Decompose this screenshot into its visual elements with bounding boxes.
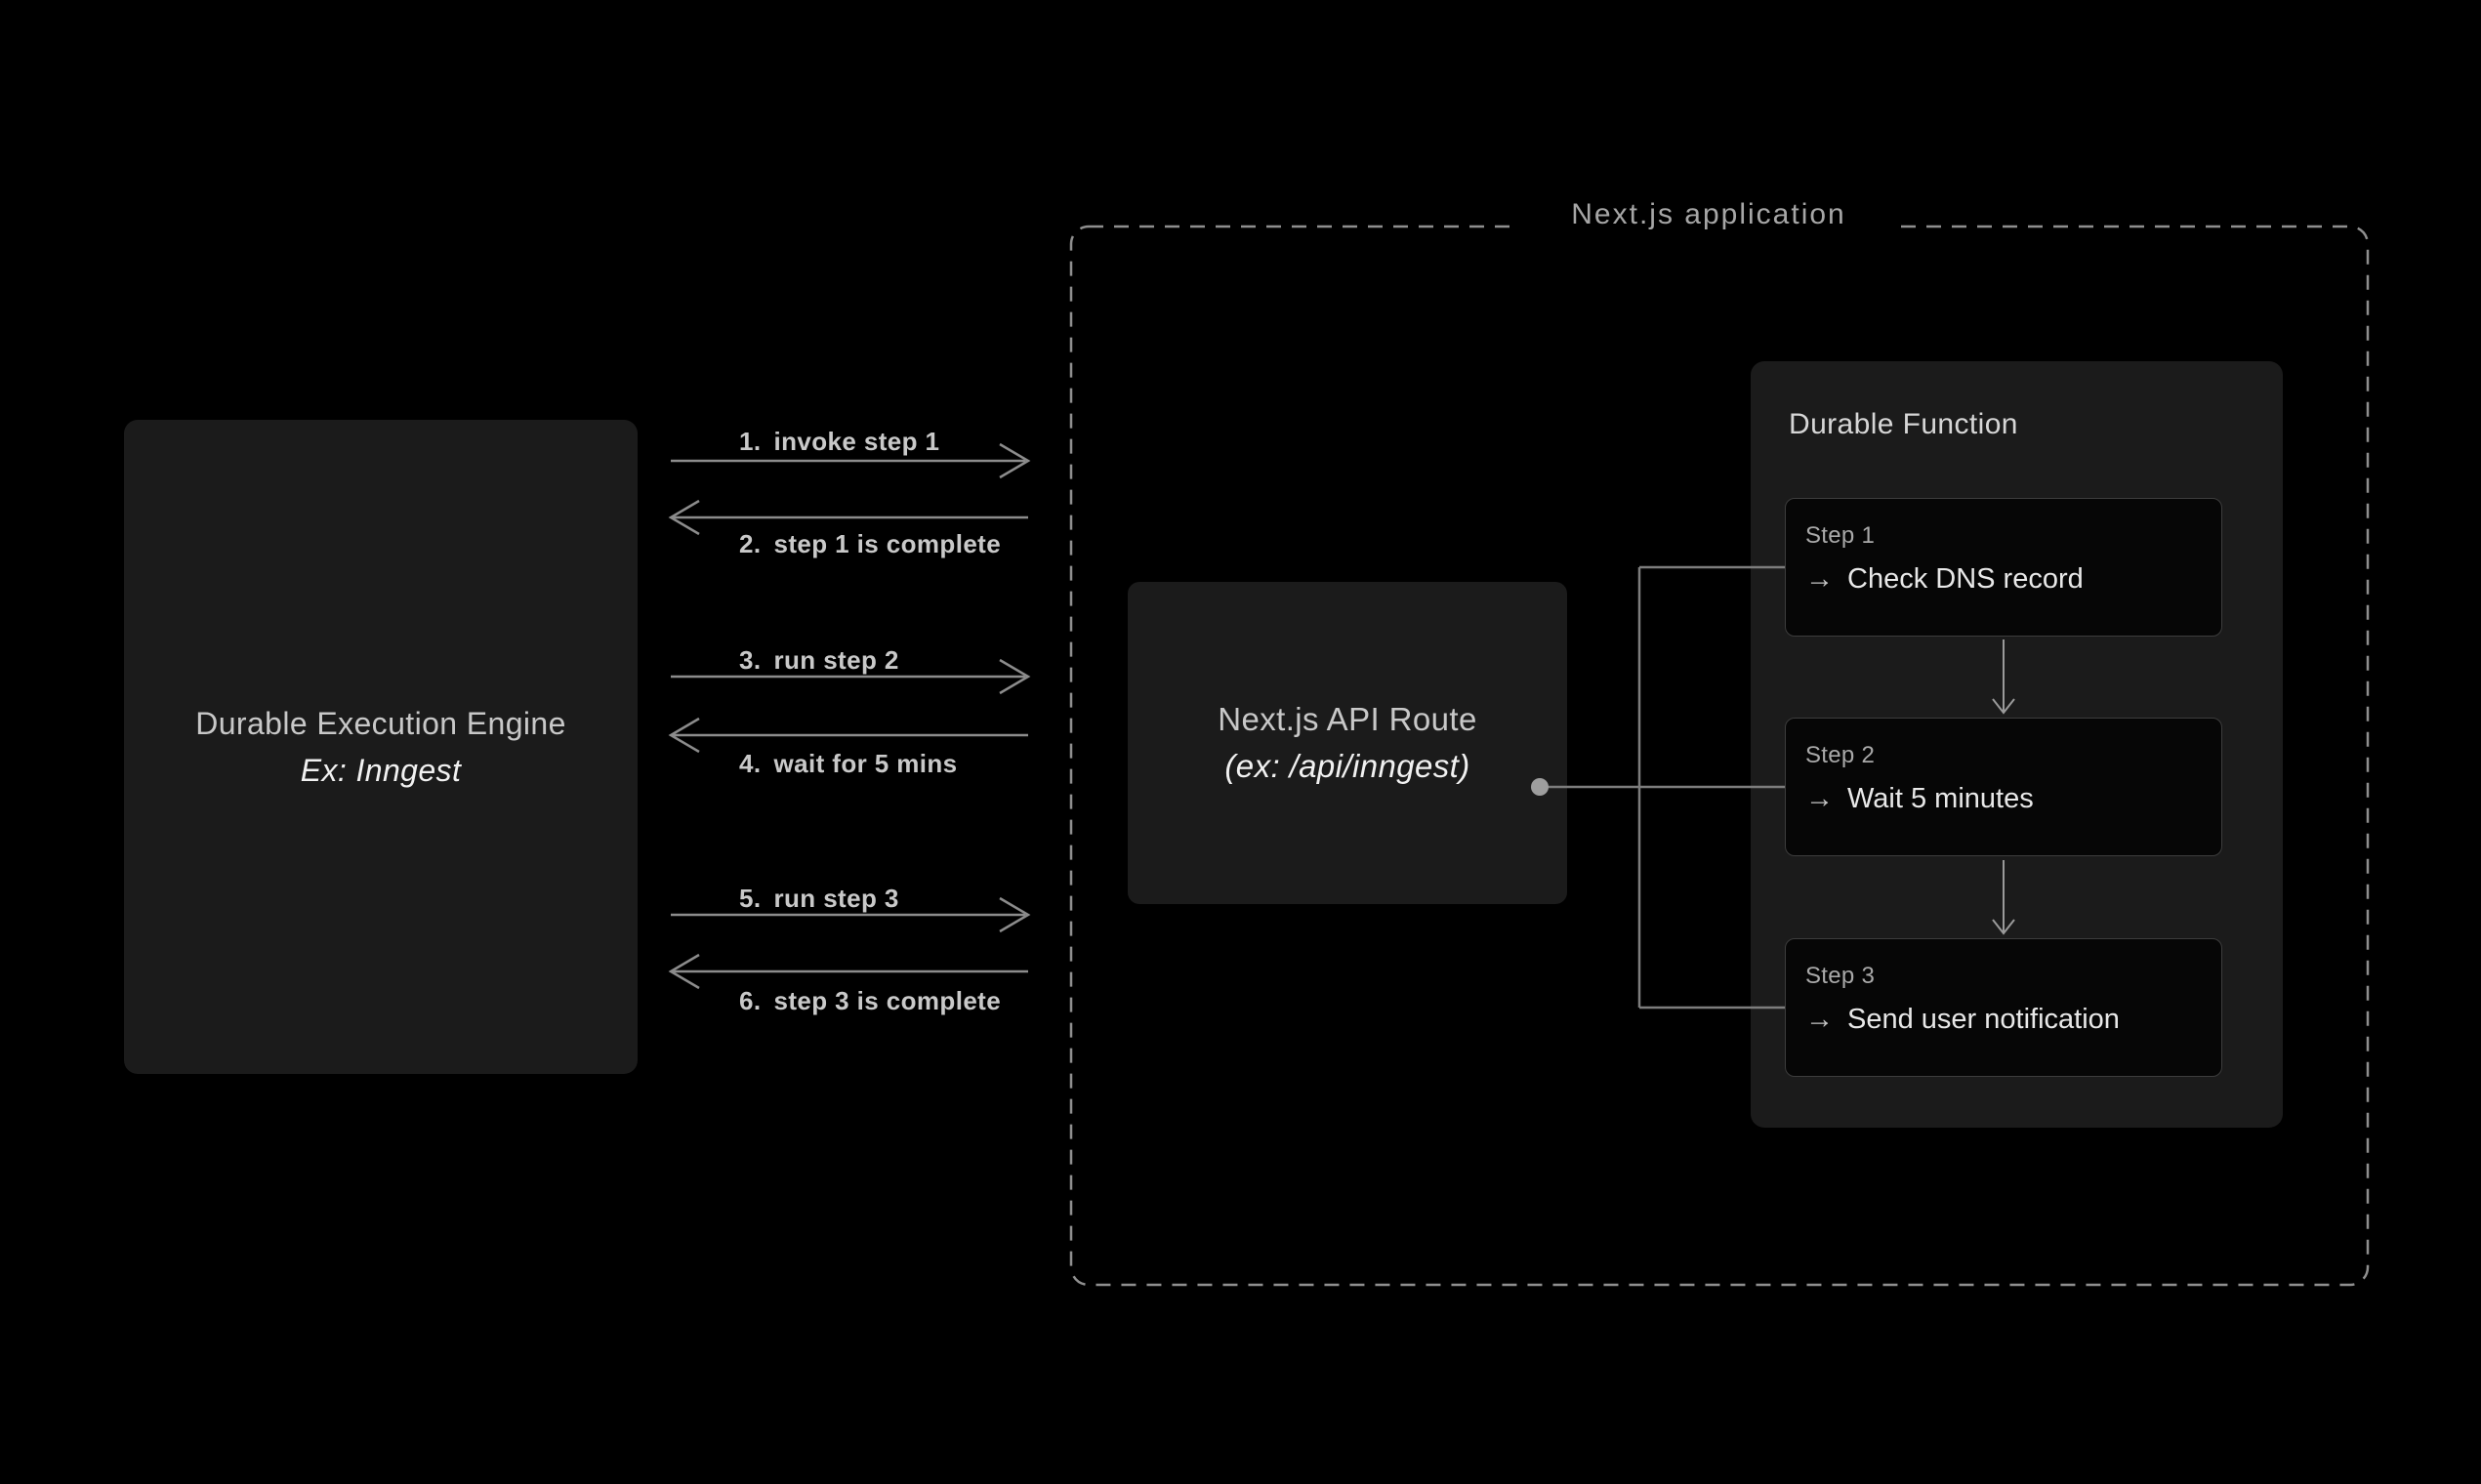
step-label: Step 2 — [1805, 742, 1876, 768]
engine-title: Durable Execution Engine — [195, 706, 566, 741]
step-text: Wait 5 minutes — [1847, 783, 2034, 814]
api-route-box: Next.js API Route (ex: /api/inngest) — [1128, 582, 1567, 904]
right-arrow-icon: → — [1805, 1004, 1834, 1035]
message-text: step 1 is complete — [773, 529, 1002, 558]
message-label: 5. run step 3 — [739, 883, 899, 914]
right-arrow-icon: → — [1805, 783, 1834, 814]
api-route-subtitle: (ex: /api/inngest) — [1224, 748, 1470, 784]
api-route-title: Next.js API Route — [1218, 701, 1477, 737]
durable-execution-engine-box: Durable Execution Engine Ex: Inngest — [124, 420, 638, 1074]
engine-subtitle: Ex: Inngest — [300, 753, 462, 788]
step-row: → Send user notification — [1805, 1004, 2120, 1036]
step-row: → Wait 5 minutes — [1805, 783, 2034, 815]
step-row: → Check DNS record — [1805, 563, 2084, 596]
message-text: run step 3 — [773, 884, 899, 913]
message-number: 5. — [739, 884, 762, 913]
durable-function-title: Durable Function — [1789, 408, 2018, 440]
message-label: 6. step 3 is complete — [739, 985, 1001, 1016]
message-number: 3. — [739, 645, 762, 675]
step-card: Step 2 → Wait 5 minutes — [1785, 718, 2222, 856]
message-label: 1. invoke step 1 — [739, 426, 939, 457]
right-arrow-icon: → — [1805, 563, 1834, 595]
message-number: 4. — [739, 749, 762, 778]
step-text: Check DNS record — [1847, 563, 2084, 595]
step-card: Step 3 → Send user notification — [1785, 938, 2222, 1077]
message-text: run step 2 — [773, 645, 899, 675]
message-number: 6. — [739, 986, 762, 1015]
step-text: Send user notification — [1847, 1004, 2120, 1035]
durable-function-panel: Durable Function Step 1 → Check DNS recor… — [1751, 361, 2283, 1128]
message-text: invoke step 1 — [773, 427, 940, 456]
message-label: 3. run step 2 — [739, 644, 899, 676]
message-label: 4. wait for 5 mins — [739, 748, 958, 779]
message-label: 2. step 1 is complete — [739, 528, 1001, 559]
dashed-border — [1069, 225, 2370, 1287]
message-text: step 3 is complete — [773, 986, 1002, 1015]
step-label: Step 3 — [1805, 963, 1876, 989]
nextjs-app-label: Next.js application — [1517, 197, 1900, 232]
message-number: 1. — [739, 427, 762, 456]
message-number: 2. — [739, 529, 762, 558]
step-card: Step 1 → Check DNS record — [1785, 498, 2222, 637]
step-label: Step 1 — [1805, 522, 1876, 549]
message-text: wait for 5 mins — [773, 749, 958, 778]
